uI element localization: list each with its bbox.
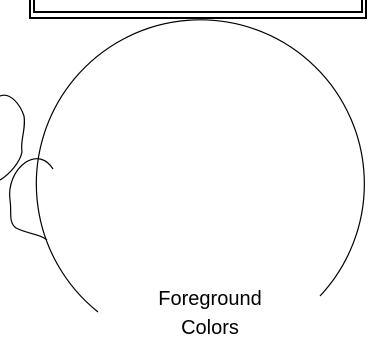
- left-squiggle-upper: [0, 95, 24, 180]
- left-squiggle-lower: [10, 159, 53, 240]
- large-circle-arc: [36, 20, 364, 312]
- label-foreground: Foreground: [110, 287, 310, 311]
- top-rectangle-outer: [30, 0, 366, 18]
- label-colors: Colors: [110, 316, 310, 340]
- top-rectangle: [30, 0, 366, 18]
- top-rectangle-inner: [34, 0, 362, 12]
